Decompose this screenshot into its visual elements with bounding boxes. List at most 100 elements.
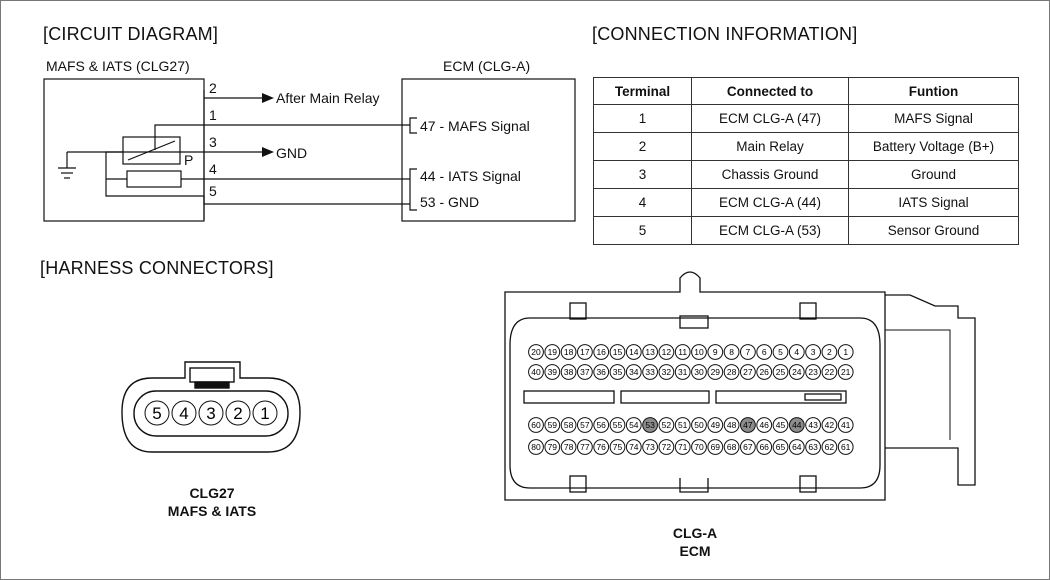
ecm-key-bottom-left xyxy=(569,475,587,493)
clg27-caption-line2: MAFS & IATS xyxy=(167,503,257,519)
svg-text:22: 22 xyxy=(825,367,835,377)
svg-text:35: 35 xyxy=(613,367,623,377)
ecm-slot-2 xyxy=(620,390,710,404)
svg-text:78: 78 xyxy=(564,442,574,452)
svg-text:16: 16 xyxy=(596,347,606,357)
connected-to-cell: Main Relay xyxy=(691,132,849,161)
svg-text:13: 13 xyxy=(645,347,655,357)
svg-text:24: 24 xyxy=(792,367,802,377)
ecm-pin-30: 30 xyxy=(691,364,707,380)
pin-label-p: P xyxy=(184,152,194,168)
svg-text:11: 11 xyxy=(678,347,687,357)
ecm-pin-63: 63 xyxy=(805,439,821,455)
svg-text:6: 6 xyxy=(762,347,767,357)
ecm-pin-66: 66 xyxy=(756,439,773,455)
ecm-pin-51: 51 xyxy=(674,417,691,433)
circuit-diagram-heading: [CIRCUIT DIAGRAM] xyxy=(43,24,219,44)
ecm-title: ECM (CLG-A) xyxy=(443,58,531,74)
ecm-box xyxy=(401,78,576,222)
ecm-pin-14: 14 xyxy=(625,344,642,360)
ecm-pin-46: 46 xyxy=(756,417,773,433)
svg-text:68: 68 xyxy=(727,442,737,452)
clg27-pin-1: 1 xyxy=(252,400,278,426)
svg-text:79: 79 xyxy=(548,442,558,452)
clg27-pin-2: 2 xyxy=(225,400,251,426)
ecm-housing xyxy=(504,271,886,501)
ecm-pin-44: 44 xyxy=(788,417,805,433)
ecm-slot-1 xyxy=(523,390,615,404)
ecm-pin-58: 58 xyxy=(560,417,577,433)
ecm-pin-48: 48 xyxy=(723,417,740,433)
ecm-key-top-left xyxy=(569,302,587,320)
table-row: 4 ECM CLG-A (44) IATS Signal xyxy=(593,188,1019,217)
pin-label-4: 4 xyxy=(209,161,217,177)
function-cell: IATS Signal xyxy=(848,188,1019,217)
ecm-pin-27: 27 xyxy=(740,364,756,380)
ecm-pin-68: 68 xyxy=(723,439,740,455)
svg-text:32: 32 xyxy=(662,367,672,377)
svg-text:72: 72 xyxy=(662,442,672,452)
terminal-cell: 5 xyxy=(593,216,692,245)
ecm-pin-19: 19 xyxy=(544,344,561,360)
svg-text:77: 77 xyxy=(580,442,590,452)
column-header-function: Funtion xyxy=(848,77,1019,105)
clg27-pin-5: 5 xyxy=(144,400,170,426)
ecm-pin-2: 2 xyxy=(821,344,838,360)
ecm-pin-75: 75 xyxy=(609,439,626,455)
ecm-pin-8: 8 xyxy=(723,344,740,360)
ecm-pin-60: 60 xyxy=(528,417,544,433)
ecm-pin-76: 76 xyxy=(593,439,610,455)
ecm-key-bottom-right xyxy=(799,475,817,493)
svg-text:54: 54 xyxy=(629,420,639,430)
ecm-key-top-center xyxy=(679,315,709,329)
svg-text:21: 21 xyxy=(841,367,851,377)
ecm-pin-4: 4 xyxy=(788,344,805,360)
svg-text:26: 26 xyxy=(759,367,769,377)
svg-text:49: 49 xyxy=(711,420,721,430)
svg-text:65: 65 xyxy=(776,442,786,452)
ecm-pin-62: 62 xyxy=(821,439,838,455)
svg-text:25: 25 xyxy=(776,367,786,377)
svg-text:41: 41 xyxy=(841,420,851,430)
connected-to-cell: ECM CLG-A (47) xyxy=(691,104,849,133)
ecm-pin-69: 69 xyxy=(707,439,724,455)
ecm-pin-65: 65 xyxy=(772,439,789,455)
ecm-pin-59: 59 xyxy=(544,417,561,433)
ecm-pin-5: 5 xyxy=(772,344,789,360)
svg-text:70: 70 xyxy=(694,442,704,452)
ecm-key-bottom-center xyxy=(679,478,709,493)
pin-label-5: 5 xyxy=(209,183,217,199)
ecm-pin-72: 72 xyxy=(658,439,675,455)
svg-text:80: 80 xyxy=(531,442,541,452)
svg-text:30: 30 xyxy=(694,367,704,377)
inner-wire-left xyxy=(105,151,204,197)
ecm-pin-74: 74 xyxy=(625,439,642,455)
svg-text:2: 2 xyxy=(827,347,832,357)
ecm-face xyxy=(509,317,881,489)
svg-text:45: 45 xyxy=(776,420,786,430)
ecm-pin-33: 33 xyxy=(642,364,658,380)
svg-text:47: 47 xyxy=(743,420,753,430)
function-cell: MAFS Signal xyxy=(848,104,1019,133)
ecm-pin-22: 22 xyxy=(821,364,838,380)
svg-text:59: 59 xyxy=(548,420,558,430)
svg-text:2: 2 xyxy=(233,404,242,423)
ecm-key-top-right xyxy=(799,302,817,320)
svg-text:17: 17 xyxy=(580,347,590,357)
ecm-pin-10: 10 xyxy=(691,344,707,360)
svg-text:12: 12 xyxy=(662,347,672,357)
table-row: 1 ECM CLG-A (47) MAFS Signal xyxy=(593,104,1019,133)
svg-text:64: 64 xyxy=(792,442,802,452)
ecm-pin-79: 79 xyxy=(544,439,561,455)
ecm-pin-73: 73 xyxy=(642,439,658,455)
ecm-pin-44-label: 44 - IATS Signal xyxy=(420,168,521,184)
ecm-pin-11: 11 xyxy=(674,344,691,360)
ecm-pin-71: 71 xyxy=(674,439,691,455)
ecm-pin-47: 47 xyxy=(740,417,756,433)
ecm-pin-34: 34 xyxy=(625,364,642,380)
table-row: 5 ECM CLG-A (53) Sensor Ground xyxy=(593,216,1019,245)
ecm-pin-29: 29 xyxy=(707,364,724,380)
svg-text:29: 29 xyxy=(711,367,721,377)
svg-text:39: 39 xyxy=(548,367,558,377)
